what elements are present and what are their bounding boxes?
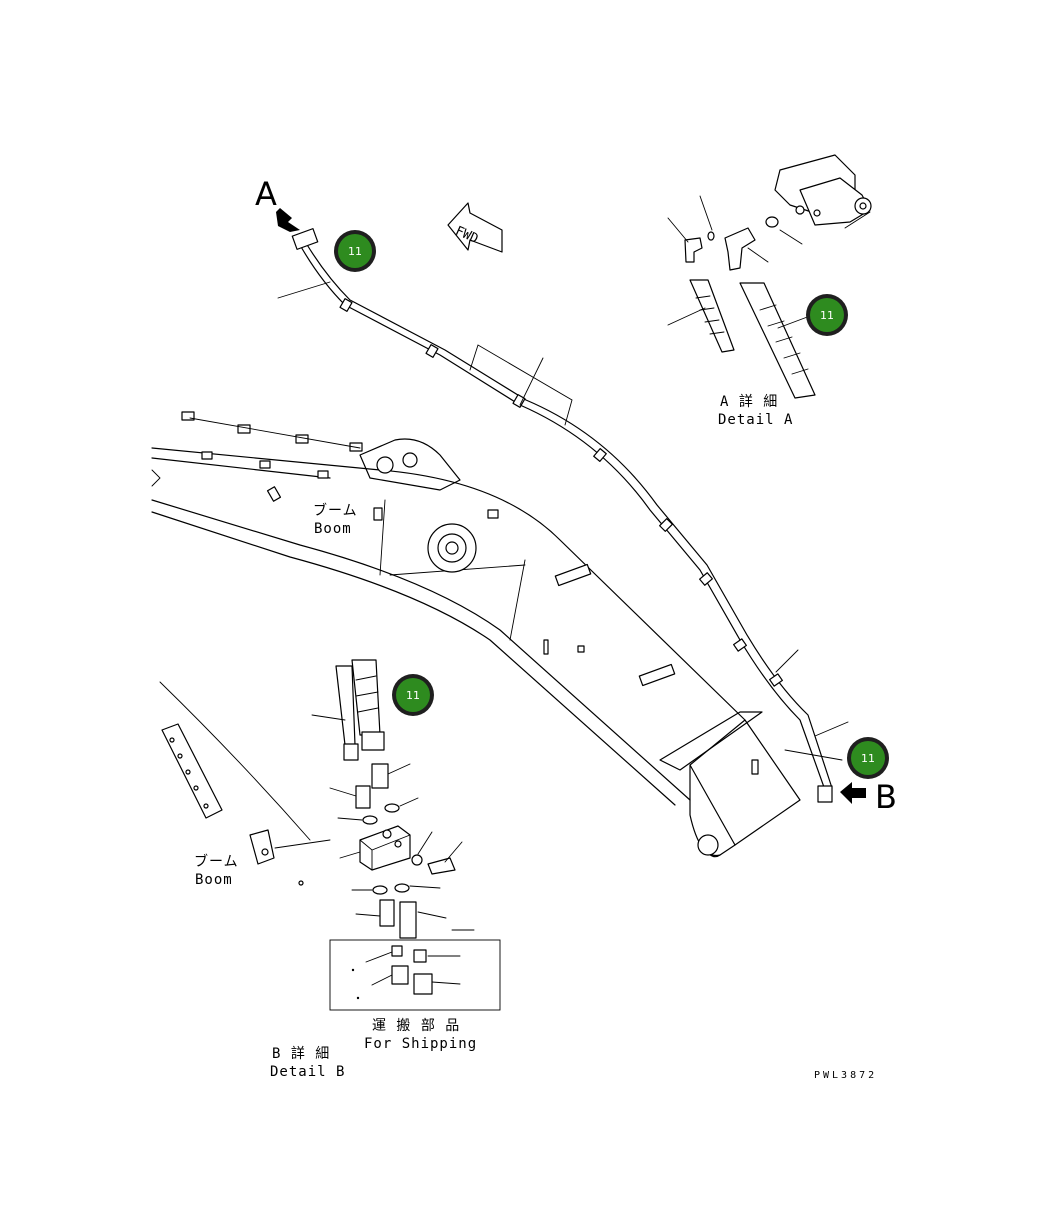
- detail-boom-label-en: Boom: [195, 872, 233, 888]
- shipping-title-en: For Shipping: [364, 1036, 477, 1052]
- view-a-arrow: A: [255, 175, 300, 232]
- part-callout-11[interactable]: 11: [806, 294, 848, 336]
- part-callout-11[interactable]: 11: [392, 674, 434, 716]
- detail-b-title-en: Detail B: [270, 1064, 345, 1080]
- part-callout-11[interactable]: 11: [847, 737, 889, 779]
- callout-number: 11: [861, 752, 875, 765]
- boom-label-en: Boom: [314, 521, 352, 537]
- shipping-parts-box: [329, 939, 501, 1011]
- fwd-arrow: FWD: [447, 202, 503, 253]
- hose-route: [277, 228, 849, 803]
- part-callout-11[interactable]: 11: [334, 230, 376, 272]
- shipping-title-jp: 運 搬 部 品: [372, 1018, 460, 1034]
- detail-boom-label-jp: ブーム: [194, 853, 239, 870]
- drawing-code: PWL3872: [814, 1070, 877, 1081]
- callout-number: 11: [406, 689, 420, 702]
- detail-a-title-en: Detail A: [718, 412, 793, 428]
- detail-a: A 詳 細 Detail A: [667, 154, 872, 428]
- fwd-label: FWD: [453, 224, 481, 247]
- detail-a-title-jp: A 詳 細: [720, 394, 778, 410]
- detail-b: 運 搬 部 品 For Shipping ブーム Boom B 詳 細 Deta…: [159, 659, 501, 1080]
- callout-number: 11: [820, 309, 834, 322]
- boom-label-jp: ブーム: [313, 502, 358, 519]
- detail-b-title-jp: B 詳 細: [272, 1046, 330, 1062]
- view-a-label: A: [255, 175, 277, 213]
- view-b-arrow: B: [840, 778, 897, 816]
- view-b-label: B: [875, 778, 897, 816]
- boom-body: [151, 411, 801, 858]
- callout-number: 11: [348, 245, 362, 258]
- boom-foot-pin: [697, 834, 719, 856]
